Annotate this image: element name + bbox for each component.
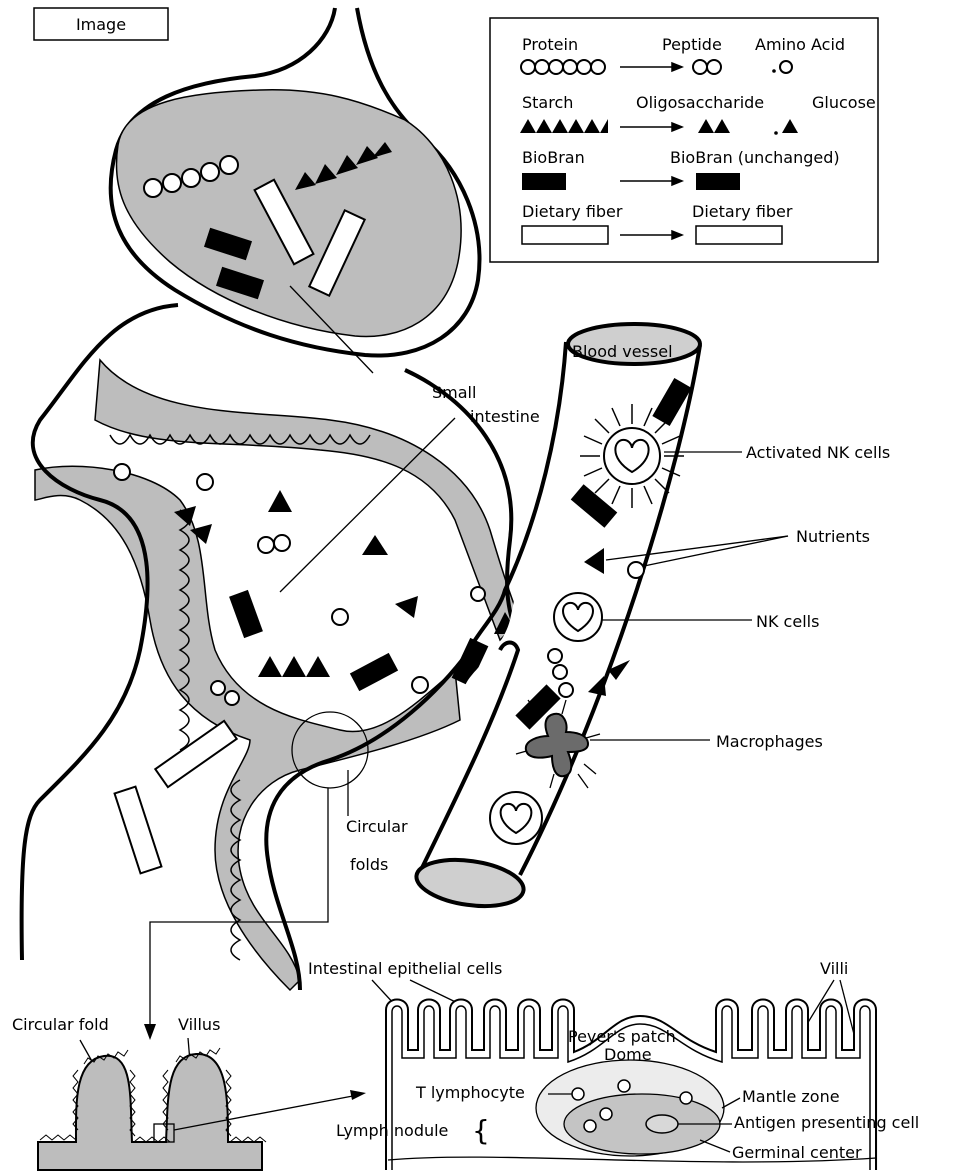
legend-protein: Protein <box>522 35 578 54</box>
small-intestine: Small intestine Circular folds <box>22 305 540 1040</box>
biobran-item <box>229 590 263 638</box>
dietary-fiber-out-icon <box>696 226 782 244</box>
brace-icon: { <box>472 1114 490 1147</box>
nk-cells-label: NK cells <box>756 612 819 631</box>
dietary-fiber-item <box>115 787 162 874</box>
blood-vessel-label: Blood vessel <box>572 342 673 361</box>
macrophages-label: Macrophages <box>716 732 823 751</box>
circular-fold-detail: Circular fold Villus <box>12 1015 366 1170</box>
legend-biobran: BioBran <box>522 148 585 167</box>
amino-acid-particle <box>628 562 644 578</box>
t-lymphocyte-label: T lymphocyte <box>415 1083 525 1102</box>
nutrients-label: Nutrients <box>796 527 870 546</box>
small-intestine-label-2: intestine <box>470 407 540 426</box>
circular-folds-label-1: Circular <box>346 817 408 836</box>
circular-fold-label: Circular fold <box>12 1015 109 1034</box>
peyers-patch-detail: Intestinal epithelial cells Villi Peyer'… <box>308 959 919 1170</box>
lymph-nodule-label: Lymph nodule <box>336 1121 448 1140</box>
image-label-box: Image <box>34 8 168 40</box>
legend-starch: Starch <box>522 93 573 112</box>
dietary-fiber-item <box>155 721 236 787</box>
legend-peptide: Peptide <box>662 35 722 54</box>
antigen-presenting-cell <box>646 1115 678 1133</box>
mantle-zone-label: Mantle zone <box>742 1087 840 1106</box>
legend-glucose: Glucose <box>812 93 876 112</box>
biobran-item <box>350 653 398 691</box>
small-intestine-label-1: Small <box>432 383 476 402</box>
circular-folds-label-2: folds <box>350 855 388 874</box>
legend-dietary-fiber: Dietary fiber <box>522 202 623 221</box>
activated-nk-cell <box>580 404 684 508</box>
legend-dietary-fiber-out: Dietary fiber <box>692 202 793 221</box>
villi-label: Villi <box>820 959 848 978</box>
legend-amino-acid: Amino Acid <box>755 35 845 54</box>
villus-label: Villus <box>178 1015 220 1034</box>
legend-oligosaccharide: Oligosaccharide <box>636 93 764 112</box>
germinal-center-label: Germinal center <box>732 1143 862 1162</box>
intestinal-epithelial-label: Intestinal epithelial cells <box>308 959 502 978</box>
activated-nk-label: Activated NK cells <box>746 443 890 462</box>
biobran-icon <box>522 173 566 190</box>
peyers-patch-label: Peyer's patch <box>568 1027 676 1046</box>
stomach <box>111 8 480 373</box>
dietary-fiber-icon <box>522 226 608 244</box>
image-label: Image <box>76 15 126 34</box>
legend-biobran-unchanged: BioBran (unchanged) <box>670 148 840 167</box>
legend-panel: Protein Peptide Amino Acid Starch Oligos… <box>490 18 878 262</box>
nk-cell <box>554 593 602 641</box>
nk-cell <box>490 792 542 844</box>
antigen-presenting-label: Antigen presenting cell <box>734 1113 919 1132</box>
biobran-unchanged-icon <box>696 173 740 190</box>
